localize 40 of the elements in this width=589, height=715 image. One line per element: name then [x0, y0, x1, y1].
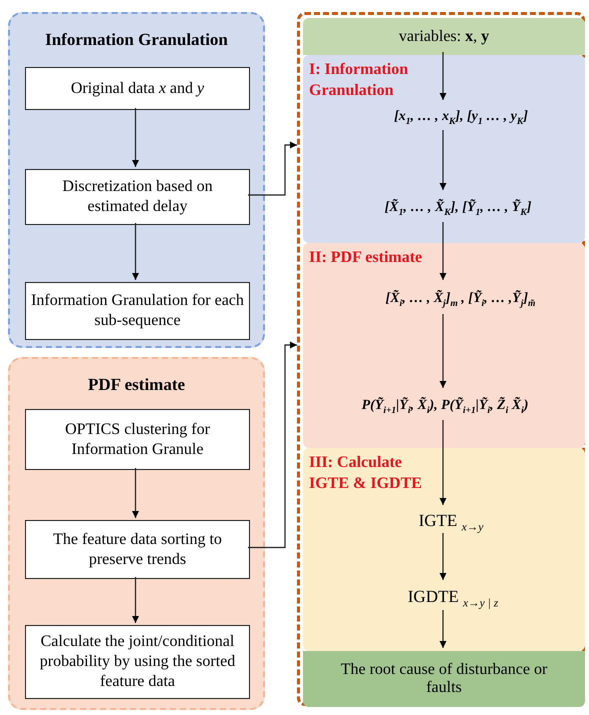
- process-box: Calculate the joint/conditional probability by using the sorted feature data: [25, 625, 250, 699]
- group-panel: [8, 357, 265, 710]
- stage-band: [303, 448, 585, 651]
- formula-text: [x$_{1}$, … , x$_{K}$], [y$_{1}$ … , y$_{K}$]: [361, 103, 561, 133]
- formula-text: P(Ỹ$_{i+1}$|Ỹ$_{i}$, X̃$_{i}$), P(Ỹ$_{i+1}$|Ỹ$_{i}$, Z̃$_{i}$ X̃$_{i}$): [306, 391, 584, 423]
- arrow: [248, 342, 297, 548]
- stage-band: [303, 243, 585, 448]
- arrow: [440, 52, 446, 100]
- arrow: [132, 108, 139, 167]
- formula-text: IGTE $_{x→y}$: [401, 508, 501, 536]
- arrow: [132, 577, 139, 623]
- band-text: variables: x, y: [398, 26, 490, 46]
- arrow: [440, 420, 446, 505]
- process-box: Information Granulation for each sub-sequence: [25, 282, 250, 340]
- stage-band: [303, 55, 585, 243]
- stage-heading: I: Information Granulation: [309, 60, 410, 101]
- formula-text: IGDTE $_{x→y | z}$: [388, 583, 518, 613]
- panel-title: Information Granulation: [44, 30, 229, 50]
- stage-heading: II: PDF estimate: [309, 248, 424, 268]
- process-box: The feature data sorting to preserve trends: [25, 520, 250, 579]
- panel-title: PDF estimate: [86, 375, 186, 395]
- arrow: [132, 468, 139, 518]
- group-panel: [8, 12, 265, 348]
- arrow: [440, 130, 446, 190]
- formula-text: [X̃$_{1}$, … , X̃$_{K}$], [Ỹ$_{1}$, … , Ỹ$_{K}$]: [348, 193, 568, 225]
- band-text: The root cause of disturbance or faults: [340, 660, 548, 698]
- process-box: Original data x and y: [25, 67, 250, 110]
- framework-panel: [297, 12, 585, 706]
- arrow: [440, 314, 446, 388]
- process-box: OPTICS clustering for Information Granule: [25, 409, 250, 470]
- stage-band: [303, 18, 585, 55]
- stage-heading: III: Calculate IGTE & IGDTE: [309, 453, 423, 494]
- arrow: [440, 533, 446, 580]
- arrow: [132, 223, 139, 280]
- stage-band: [303, 651, 585, 707]
- formula-text: [X̃$_{i}$, … , X̃$_{j}$]$_{m}$ , [Ỹ$_{i}$, … ,Ỹ$_{j}$]$_{m̃}$: [338, 283, 583, 317]
- arrow: [248, 142, 297, 196]
- arrow: [440, 610, 446, 648]
- process-box: Discretization based on estimated delay: [25, 169, 250, 225]
- arrow: [440, 222, 446, 280]
